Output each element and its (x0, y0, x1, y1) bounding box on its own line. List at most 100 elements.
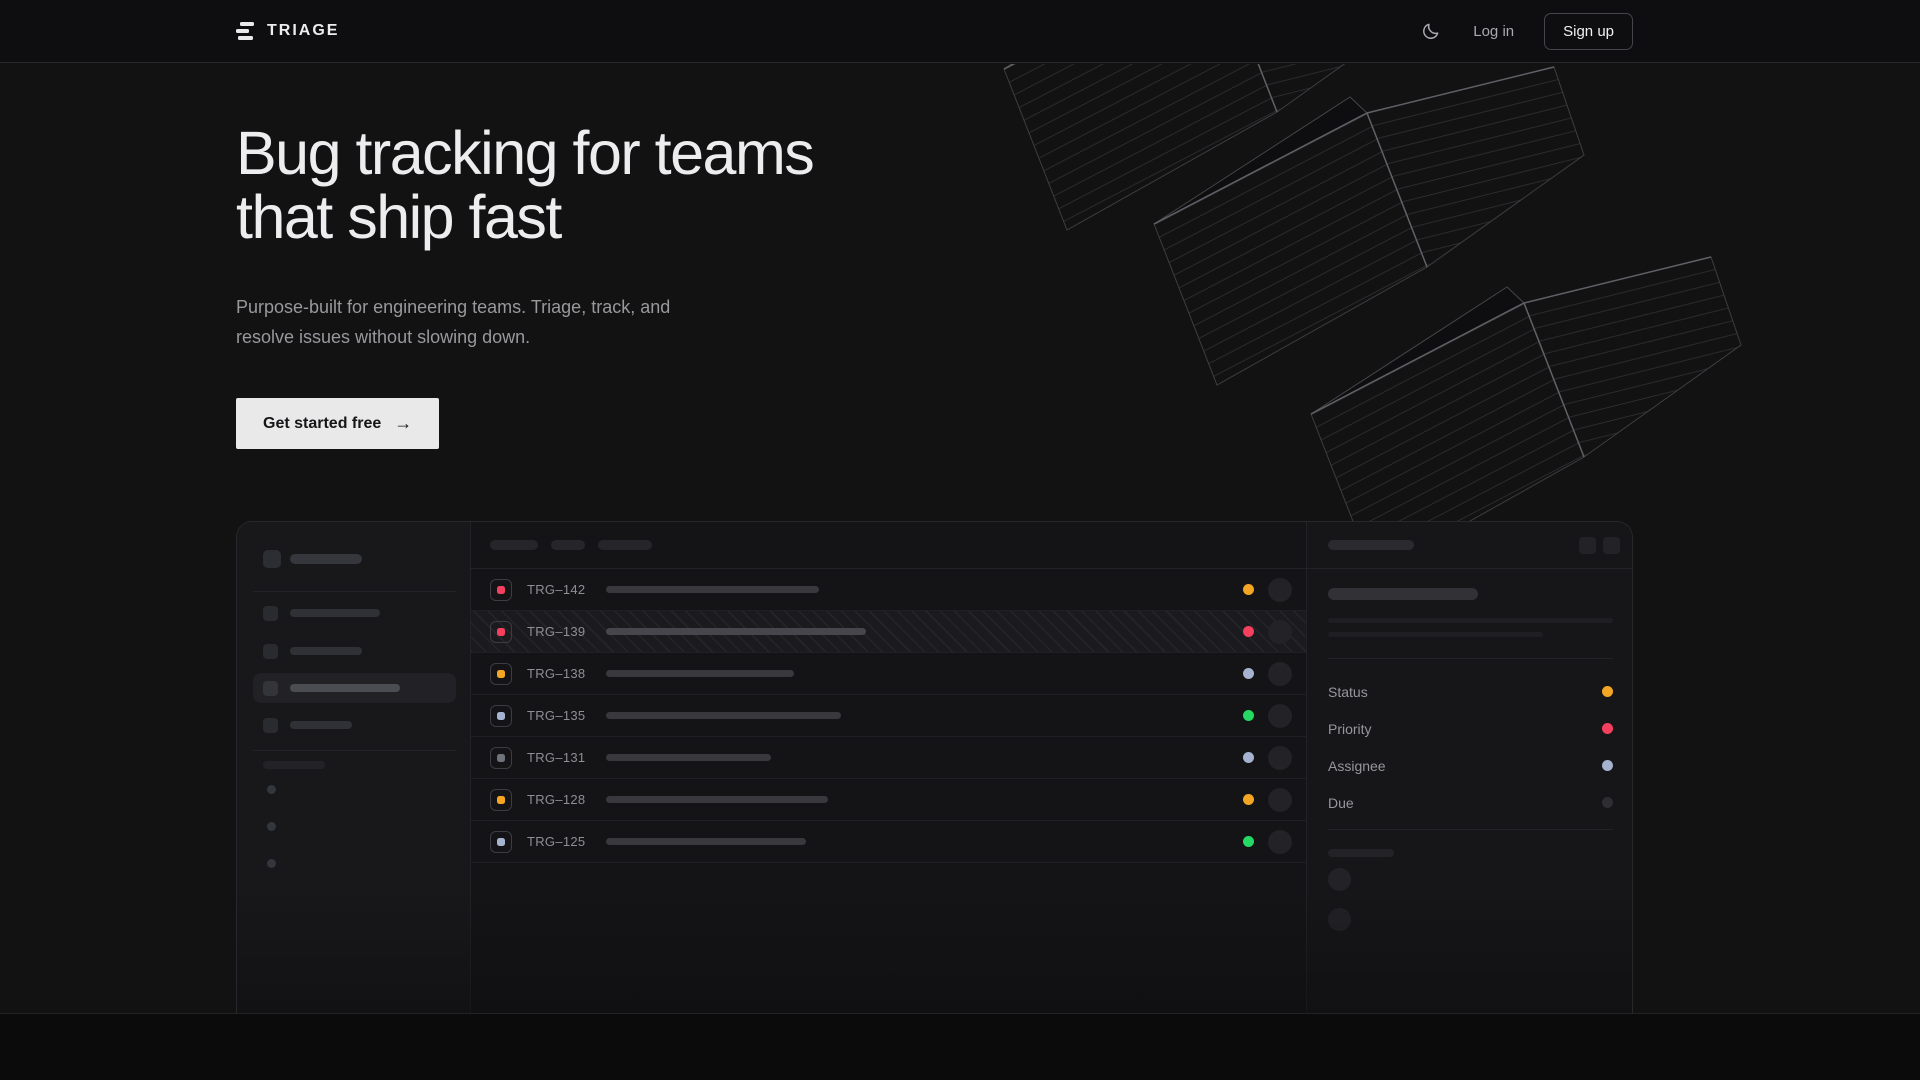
mockup-nav-label-placeholder (290, 684, 400, 692)
detail-action-button[interactable] (1603, 536, 1620, 554)
get-started-label: Get started free (263, 414, 382, 432)
issue-id: TRG–131 (527, 750, 586, 765)
issue-type-icon (490, 746, 512, 769)
theme-toggle-button[interactable] (1419, 19, 1443, 43)
issue-row[interactable]: TRG–139 (471, 611, 1306, 653)
issue-type-icon (490, 620, 512, 643)
detail-field-row[interactable]: Due (1328, 784, 1613, 821)
app-mockup-card: TRG–142 TRG–139 TRG–138 TRG–1 (236, 521, 1633, 1013)
issue-title-placeholder (606, 628, 866, 635)
issue-list-header (471, 522, 1306, 569)
detail-action-button[interactable] (1579, 536, 1596, 554)
issue-row[interactable]: TRG–142 (471, 569, 1306, 611)
issue-title-placeholder (606, 838, 806, 845)
field-value-dot (1602, 686, 1613, 697)
hero-subtitle: Purpose-built for engineering teams. Tri… (236, 297, 671, 347)
arrow-right-icon: → (394, 413, 413, 433)
issue-row[interactable]: TRG–128 (471, 779, 1306, 821)
issue-title-placeholder (606, 670, 794, 677)
description-line-placeholder (1328, 632, 1543, 637)
field-value-dot (1602, 797, 1613, 808)
detail-field-row[interactable]: Status (1328, 673, 1613, 710)
mockup-nav-icon (263, 717, 278, 733)
issue-type-icon (490, 830, 512, 853)
issue-type-icon (490, 704, 512, 727)
filter-pill-placeholder[interactable] (551, 540, 585, 550)
avatar (1268, 829, 1292, 854)
avatar (1328, 868, 1351, 891)
avatar (1268, 619, 1292, 644)
get-started-button[interactable]: Get started free → (236, 398, 440, 449)
divider (253, 750, 456, 751)
page-title-line2: that ship fast (236, 183, 562, 251)
top-nav: TRIAGE Log in Sign up (0, 0, 1920, 63)
mockup-nav-label-placeholder (290, 609, 380, 617)
issue-id: TRG–138 (527, 666, 586, 681)
mockup-nav-label-placeholder (290, 721, 352, 729)
divider (1328, 658, 1613, 659)
issue-row[interactable]: TRG–138 (471, 653, 1306, 695)
field-label: Due (1328, 794, 1354, 811)
mockup-nav-icon (263, 605, 278, 621)
issue-type-icon (490, 788, 512, 811)
field-value-dot (1602, 760, 1613, 771)
issue-list-panel: TRG–142 TRG–139 TRG–138 TRG–1 (471, 522, 1306, 1013)
issue-detail-panel: Status Priority Assignee Due (1306, 522, 1632, 1013)
mockup-list-bullet (267, 859, 276, 868)
detail-title-placeholder (1328, 540, 1414, 550)
avatar (1268, 787, 1292, 812)
issue-title-placeholder (1328, 588, 1478, 600)
mockup-nav-item[interactable] (253, 636, 456, 666)
nav-actions: Log in Sign up (1419, 12, 1633, 50)
issue-title-placeholder (606, 754, 771, 761)
hero-section: Bug tracking for teams that ship fast Pu… (0, 64, 1920, 1013)
detail-field-row[interactable]: Assignee (1328, 747, 1613, 784)
activity-label-placeholder (1328, 849, 1394, 857)
avatar (1268, 661, 1292, 686)
moon-icon (1423, 23, 1439, 39)
mockup-nav-label-placeholder (290, 647, 362, 655)
field-label: Status (1328, 683, 1368, 700)
issue-id: TRG–142 (527, 582, 586, 597)
issue-id: TRG–128 (527, 792, 586, 807)
issue-row[interactable]: TRG–125 (471, 821, 1306, 863)
field-value-dot (1602, 723, 1613, 734)
mockup-section-label-placeholder (263, 761, 325, 769)
status-dot (1243, 710, 1254, 721)
brand[interactable]: TRIAGE (236, 22, 339, 40)
mockup-workspace-name-placeholder (290, 554, 362, 564)
signup-button[interactable]: Sign up (1544, 12, 1633, 50)
filter-pill-placeholder[interactable] (490, 540, 538, 550)
detail-field-row[interactable]: Priority (1328, 710, 1613, 747)
issue-title-placeholder (606, 586, 819, 593)
avatar (1268, 703, 1292, 728)
triage-logo-icon (236, 22, 256, 40)
filter-pill-placeholder[interactable] (598, 540, 652, 550)
issue-id: TRG–139 (527, 624, 586, 639)
issue-type-icon (490, 662, 512, 685)
issue-row[interactable]: TRG–135 (471, 695, 1306, 737)
issue-type-icon (490, 578, 512, 601)
field-label: Priority (1328, 720, 1372, 737)
mockup-sidebar-header (263, 550, 362, 568)
login-link[interactable]: Log in (1473, 22, 1515, 40)
page-title-line1: Bug tracking for teams (236, 119, 815, 187)
detail-header (1307, 522, 1632, 569)
avatar (1268, 577, 1292, 602)
mockup-list-bullet (267, 785, 276, 794)
issue-list-rows: TRG–142 TRG–139 TRG–138 TRG–1 (471, 569, 1306, 863)
issue-row[interactable]: TRG–131 (471, 737, 1306, 779)
issue-title-placeholder (606, 712, 841, 719)
status-dot (1243, 668, 1254, 679)
divider (253, 591, 456, 592)
mockup-nav-item-active[interactable] (253, 673, 456, 703)
mockup-nav-item[interactable] (253, 598, 456, 628)
status-dot (1243, 836, 1254, 847)
avatar (1268, 745, 1292, 770)
mockup-nav-item[interactable] (253, 710, 456, 740)
issue-title-placeholder (606, 796, 828, 803)
mockup-sidebar (237, 522, 471, 1013)
description-line-placeholder (1328, 618, 1613, 623)
mockup-nav-icon (263, 680, 278, 696)
mockup-list-bullet (267, 822, 276, 831)
